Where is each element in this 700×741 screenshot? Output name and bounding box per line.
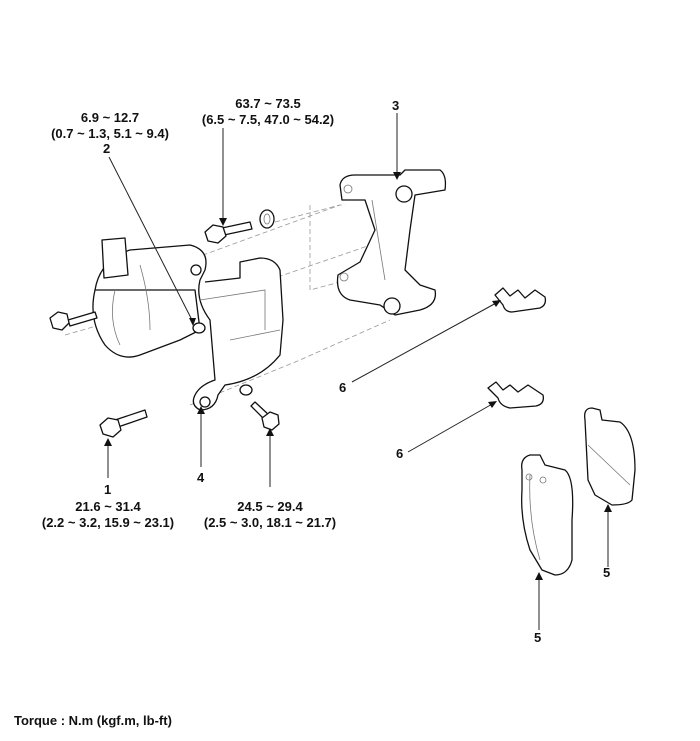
pad-retainer-clip-lower <box>487 381 544 409</box>
pad-retainer-clip-upper <box>494 287 547 313</box>
leader-lines <box>104 113 612 630</box>
callout-5-outer: 5 <box>603 565 611 580</box>
torque-other-carrier-bolt: (6.5 ~ 7.5, 47.0 ~ 54.2) <box>201 112 335 127</box>
torque-other-hose-bolt: (2.5 ~ 3.0, 18.1 ~ 21.7) <box>203 515 337 530</box>
callout-2: 2 <box>103 141 111 156</box>
callout-4: 4 <box>197 470 205 485</box>
caliper-body <box>92 237 284 411</box>
torque-other-2: (0.7 ~ 1.3, 5.1 ~ 9.4) <box>51 126 169 141</box>
bolt-carrier <box>204 209 275 244</box>
torque-label-1: 21.6 ~ 31.4 (2.2 ~ 3.2, 15.9 ~ 23.1) <box>28 499 188 531</box>
torque-nm-hose-bolt: 24.5 ~ 29.4 <box>237 499 303 514</box>
callout-6-upper: 6 <box>339 380 347 395</box>
brake-pad-outer <box>584 407 636 506</box>
torque-unit-note: Torque : N.m (kgf.m, lb-ft) <box>14 713 172 728</box>
brake-pad-inner <box>521 454 574 576</box>
torque-label-2: 6.9 ~ 12.7 (0.7 ~ 1.3, 5.1 ~ 9.4) <box>30 110 190 142</box>
torque-nm-carrier-bolt: 63.7 ~ 73.5 <box>235 96 301 111</box>
torque-label-carrier-bolt: 63.7 ~ 73.5 (6.5 ~ 7.5, 47.0 ~ 54.2) <box>178 96 358 128</box>
torque-other-1: (2.2 ~ 3.2, 15.9 ~ 23.1) <box>41 515 175 530</box>
callout-5-inner: 5 <box>534 630 542 645</box>
callout-1: 1 <box>104 482 112 497</box>
bolt-hose-banjo <box>239 384 280 431</box>
torque-nm-2: 6.9 ~ 12.7 <box>80 110 140 125</box>
torque-label-hose-bolt: 24.5 ~ 29.4 (2.5 ~ 3.0, 18.1 ~ 21.7) <box>195 499 345 531</box>
torque-nm-1: 21.6 ~ 31.4 <box>75 499 141 514</box>
callout-6-lower: 6 <box>396 446 404 461</box>
bolt-guide-rod-1 <box>99 409 148 438</box>
caliper-carrier <box>336 169 447 316</box>
callout-3: 3 <box>392 98 400 113</box>
bolt-epb <box>49 311 98 331</box>
